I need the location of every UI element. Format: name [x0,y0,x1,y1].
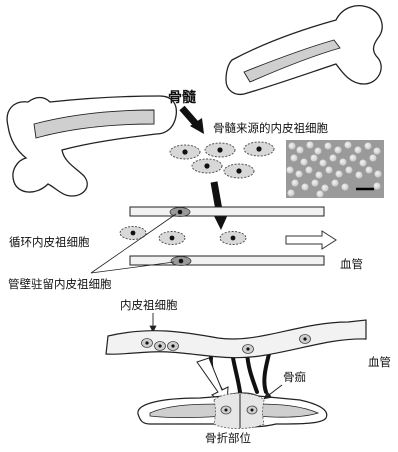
circulating-cells [120,227,246,245]
arrow-into-vessel [213,182,229,230]
label-marrow-derived-epc: 骨髓来源的内皮祖细胞 [213,121,328,135]
label-callus: 骨痂 [283,370,306,384]
label-endothelial-progenitor: 内皮祖细胞 [120,298,178,312]
fractured-bone [138,393,327,429]
label-fracture-site: 骨折部位 [205,431,251,445]
label-blood-vessel-lower: 血管 [368,355,391,369]
label-circulating-epc: 循环内皮祖细胞 [9,235,90,249]
label-vessel-wall-resident-epc: 管壁驻留内皮祖细胞 [8,277,112,291]
micrograph [286,140,384,198]
bone-right [226,6,382,95]
bone-left [7,96,176,196]
label-bone-marrow: 骨髓 [168,89,197,106]
arrow-marrow-down [182,108,204,134]
flow-arrow-outline [286,231,336,249]
label-blood-vessel-upper: 血管 [340,257,363,271]
